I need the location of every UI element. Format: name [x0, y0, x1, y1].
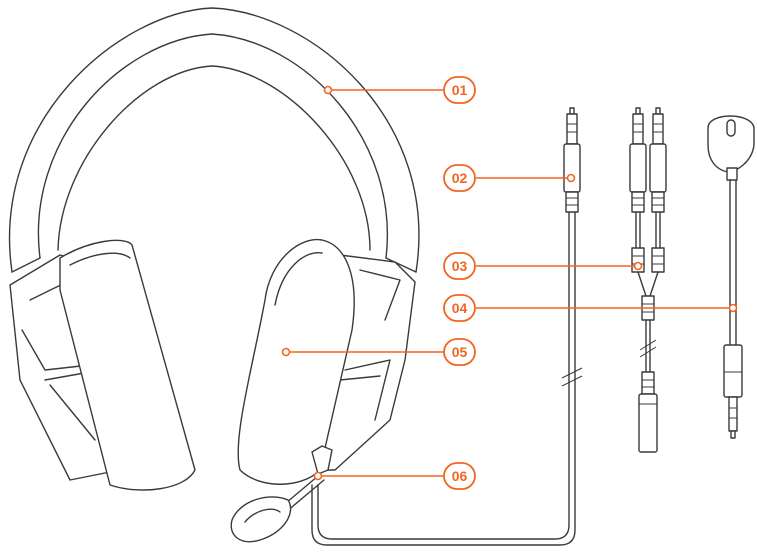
callout-label: 04 [452, 300, 468, 316]
callout-label: 01 [452, 82, 468, 98]
callout-05: 05 [281, 338, 476, 366]
callout-06: 06 [313, 462, 476, 490]
splitter-cable [629, 107, 667, 453]
right-ear-cup [237, 238, 416, 485]
attached-cable [311, 209, 583, 546]
callout-03: 03 [443, 252, 643, 280]
left-ear-cup [9, 239, 196, 491]
headband [8, 7, 420, 273]
single-jack-connector [563, 107, 581, 213]
detachable-microphone [707, 115, 755, 439]
callout-label: 05 [452, 344, 468, 360]
callout-02: 02 [443, 164, 576, 192]
headset-mic-boom [230, 475, 325, 543]
callout-01: 01 [323, 76, 476, 104]
callout-label: 02 [452, 170, 468, 186]
callout-04: 04 [443, 294, 738, 322]
callout-label: 06 [452, 468, 468, 484]
callout-label: 03 [452, 258, 468, 274]
